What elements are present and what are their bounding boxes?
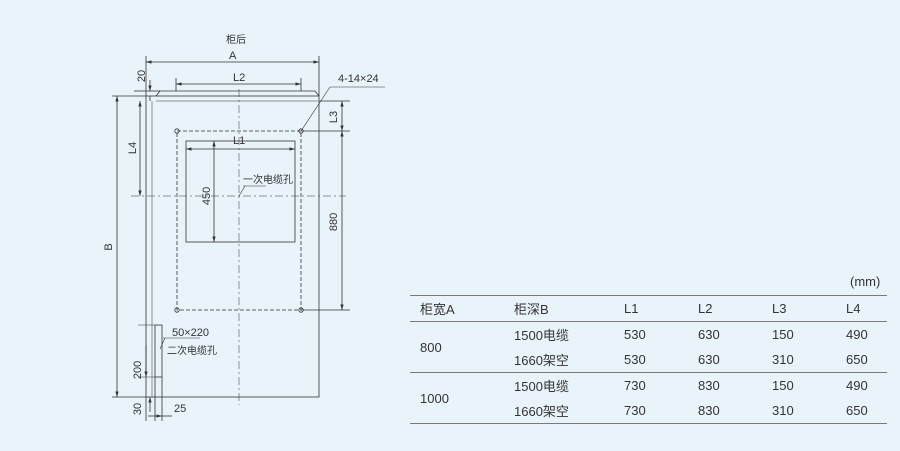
secondary-hole-size-label: 50×220 (172, 327, 209, 339)
header-cell: 柜宽A (420, 302, 455, 317)
l1-cell: 730 (624, 403, 646, 418)
l1-cell: 730 (624, 378, 646, 393)
table-unit: (mm) (850, 274, 881, 289)
l3-cell: 150 (772, 378, 794, 393)
table-row: 800 1500电缆 530 630 150 490 (410, 322, 887, 355)
cabinet-depth-cell: 1500电缆 (514, 379, 569, 394)
header-cell: L4 (846, 301, 861, 316)
header-cell: L3 (772, 301, 787, 316)
l2-cell: 830 (698, 403, 720, 418)
l3-cell: 310 (772, 403, 794, 418)
table-header-row: 柜宽A 柜深B L1 L2 L3 L4 (410, 295, 887, 322)
l1-cell: 530 (624, 327, 646, 342)
table-row: 1660架空 530 630 310 650 (410, 347, 887, 373)
l4-cell: 490 (846, 327, 868, 342)
l4-cell: 650 (846, 403, 868, 418)
mounting-area-dashed (176, 130, 302, 311)
secondary-cable-hole-rect (154, 324, 163, 378)
rear-label: 柜后 (226, 33, 246, 46)
table-row: 1000 1500电缆 730 830 150 490 (410, 373, 887, 406)
cabinet-outline (145, 95, 320, 398)
dim-L4-label: L4 (127, 142, 139, 154)
dim-L1-label: L1 (233, 135, 245, 147)
cabinet-width-cell: 1000 (420, 390, 449, 406)
mounting-hole (174, 307, 180, 313)
dim-L2-label: L2 (233, 72, 245, 84)
header-cell: L2 (698, 301, 713, 316)
l1-cell: 530 (624, 352, 646, 367)
dim-20-label: 20 (136, 70, 148, 82)
header-cell: L1 (624, 301, 639, 316)
l4-cell: 650 (846, 352, 868, 367)
primary-cable-hole-label: 一次电缆孔 (243, 173, 293, 186)
spec-table: 柜宽A 柜深B L1 L2 L3 L4 800 1500电缆 530 630 1… (410, 295, 887, 424)
cabinet-depth-cell: 1500电缆 (514, 328, 569, 343)
cabinet-depth-cell: 1660架空 (514, 353, 569, 368)
l2-cell: 830 (698, 378, 720, 393)
dim-A-label: A (229, 50, 237, 62)
cabinet-depth-cell: 1660架空 (514, 404, 569, 419)
cabinet-width-cell: 800 (420, 339, 442, 355)
dim-200-label: 200 (132, 361, 144, 379)
header-cell: 柜深B (514, 302, 549, 317)
dim-880-label: 880 (328, 213, 340, 231)
dim-L3-label: L3 (328, 111, 340, 123)
table-row: 1660架空 730 830 310 650 (410, 398, 887, 424)
dim-B-label: B (103, 243, 115, 250)
cabinet-top-bevel (155, 90, 320, 97)
secondary-cable-hole-label: 二次电缆孔 (167, 344, 217, 357)
dim-450-label: 450 (201, 187, 213, 205)
l4-cell: 490 (846, 378, 868, 393)
dim-25-label: 25 (174, 403, 186, 415)
primary-cable-hole-rect (185, 140, 296, 243)
l3-cell: 310 (772, 352, 794, 367)
l3-cell: 150 (772, 327, 794, 342)
hole-spec-label: 4-14×24 (338, 73, 379, 85)
l2-cell: 630 (698, 327, 720, 342)
dim-30-label: 30 (132, 403, 144, 415)
l2-cell: 630 (698, 352, 720, 367)
mounting-hole (174, 128, 180, 134)
